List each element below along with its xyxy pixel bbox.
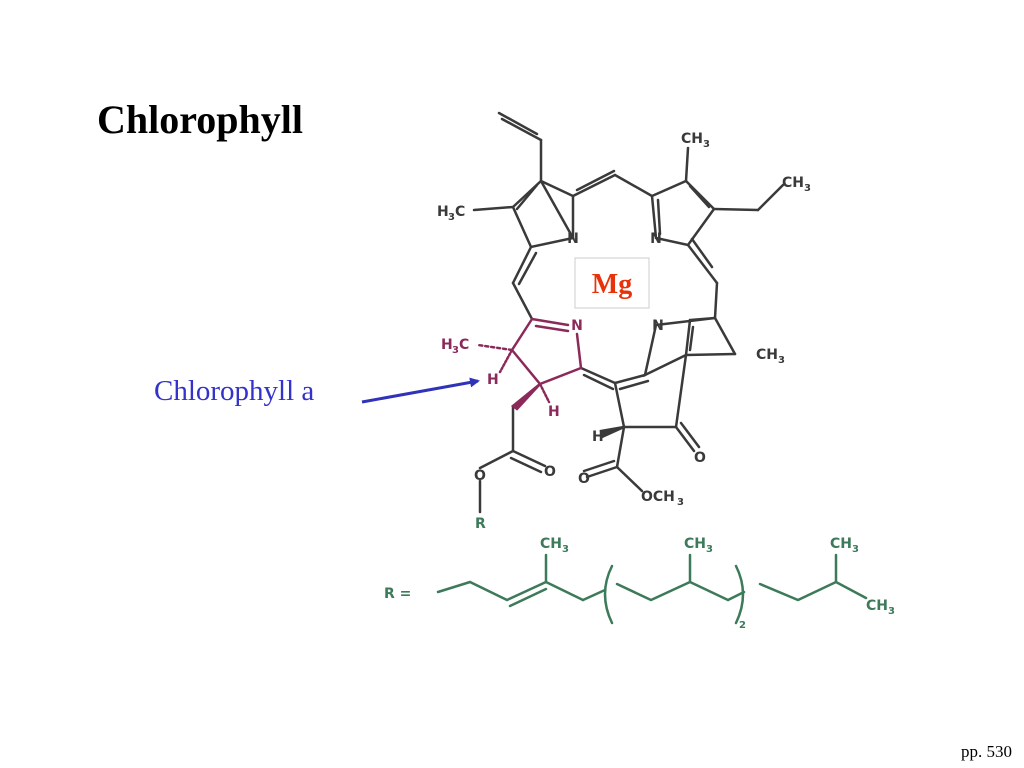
- svg-text:CH: CH: [756, 347, 778, 363]
- svg-text:C: C: [455, 204, 465, 220]
- svg-text:3: 3: [804, 183, 811, 194]
- nitrogen-d: N: [571, 318, 583, 334]
- svg-text:CH: CH: [866, 598, 888, 614]
- slide-title: Chlorophyll: [97, 97, 303, 142]
- svg-text:OCH: OCH: [641, 489, 675, 505]
- svg-text:H: H: [437, 204, 449, 220]
- ester-carbonyl-oxygen: O: [578, 471, 590, 487]
- methoxy-label: OCH 3: [641, 489, 684, 508]
- svg-text:CH: CH: [540, 536, 562, 552]
- svg-text:3: 3: [562, 544, 569, 555]
- mg-box: [574, 257, 650, 309]
- nitrogen-c: N: [652, 318, 664, 334]
- methyl-top-label: CH 3: [681, 131, 710, 150]
- chain-methyl-terminal: CH 3: [866, 598, 895, 617]
- magnesium-label: Mg: [592, 269, 632, 300]
- svg-text:3: 3: [852, 544, 859, 555]
- svg-text:3: 3: [778, 355, 785, 366]
- svg-text:3: 3: [452, 345, 459, 356]
- svg-text:3: 3: [888, 606, 895, 617]
- svg-text:CH: CH: [830, 536, 852, 552]
- r-group-label: R: [475, 516, 486, 532]
- porphyrin-bonds: [472, 111, 785, 514]
- hydrogen-ring-d-1: H: [487, 372, 499, 388]
- hydrogen-ring-e: H: [592, 429, 604, 445]
- svg-text:3: 3: [706, 544, 713, 555]
- propionate-ester-oxygen: O: [474, 468, 486, 484]
- phytyl-chain: [436, 553, 868, 625]
- pointer-arrow: [361, 377, 480, 404]
- chain-methyl-3: CH 3: [830, 536, 859, 555]
- methyl-ring-d-label: H 3 C: [441, 337, 469, 356]
- svg-text:3: 3: [703, 139, 710, 150]
- svg-text:H: H: [441, 337, 453, 353]
- chlorophyll-a-label: Chlorophyll a: [154, 375, 315, 407]
- hydrogen-ring-d-2: H: [548, 404, 560, 420]
- ethyl-methyl-label: CH 3: [782, 175, 811, 194]
- svg-text:C: C: [459, 337, 469, 353]
- methyl-left-label: H 3 C: [437, 204, 465, 223]
- svg-text:CH: CH: [684, 536, 706, 552]
- ring-d-highlight: [476, 317, 583, 411]
- r-definition-label: R =: [384, 586, 411, 602]
- chain-methyl-2: CH 3: [684, 536, 713, 555]
- svg-text:CH: CH: [681, 131, 703, 147]
- nitrogen-b: N: [650, 231, 662, 247]
- svg-text:3: 3: [677, 497, 684, 508]
- svg-text:3: 3: [448, 212, 455, 223]
- propionate-carbonyl-oxygen: O: [544, 464, 556, 480]
- svg-text:R =: R =: [384, 586, 411, 602]
- svg-text:CH: CH: [782, 175, 804, 191]
- page-reference: pp. 530: [961, 742, 1012, 761]
- ketone-oxygen: O: [694, 450, 706, 466]
- repeat-count-label: 2: [739, 620, 746, 631]
- chain-methyl-1: CH 3: [540, 536, 569, 555]
- methyl-ring-c-label: CH 3: [756, 347, 785, 366]
- nitrogen-a: N: [567, 231, 579, 247]
